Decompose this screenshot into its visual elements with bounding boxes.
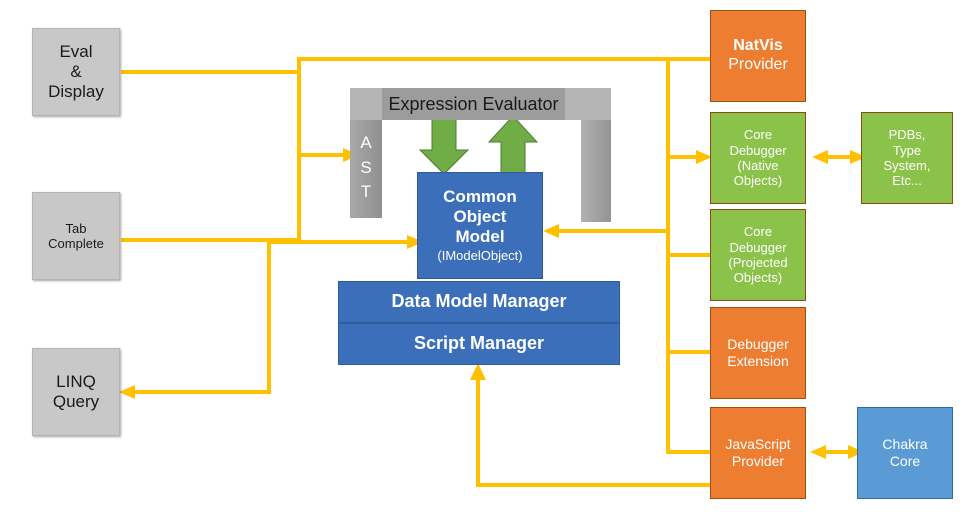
tab-complete-line-1: Tab bbox=[65, 220, 87, 236]
core-debugger-native-box[interactable]: Core Debugger (Native Objects) bbox=[710, 112, 806, 204]
common-object-model-box[interactable]: Common Object Model (IModelObject) bbox=[417, 172, 543, 279]
pdbs-line-3: System, bbox=[883, 158, 931, 173]
data-model-manager-box[interactable]: Data Model Manager bbox=[338, 281, 620, 323]
green-arrow-up bbox=[487, 115, 539, 175]
arrow-core-native-to-pdbs bbox=[812, 150, 866, 164]
arrowhead-to-linq bbox=[119, 385, 135, 399]
ast-letter-a: A bbox=[360, 133, 372, 153]
chakra-core-box[interactable]: Chakra Core bbox=[857, 407, 953, 499]
tab-complete-box[interactable]: Tab Complete bbox=[32, 192, 120, 280]
expression-evaluator-label: Expression Evaluator bbox=[388, 93, 559, 114]
expression-evaluator-title-bar: Expression Evaluator bbox=[382, 88, 565, 120]
core-debugger-projected-line-1: Core bbox=[743, 224, 773, 240]
natvis-provider-box[interactable]: NatVis Provider bbox=[710, 10, 806, 102]
green-arrow-down bbox=[418, 117, 470, 175]
core-debugger-native-line-1: Core bbox=[743, 127, 773, 143]
linq-query-line-1: LINQ bbox=[56, 371, 96, 391]
connector-trunk-to-debugger-extension bbox=[666, 350, 711, 354]
connector-trunk-to-core-native bbox=[666, 155, 702, 159]
javascript-provider-line-2: Provider bbox=[731, 453, 785, 469]
natvis-provider-line-2: Provider bbox=[728, 56, 788, 73]
com-line-2: Object bbox=[453, 207, 507, 227]
linq-query-box[interactable]: LINQ Query bbox=[32, 348, 120, 436]
core-debugger-native-line-4: Objects) bbox=[733, 173, 783, 189]
pdbs-type-system-box[interactable]: PDBs, Type System, Etc... bbox=[861, 112, 953, 204]
chakra-core-line-1: Chakra bbox=[882, 436, 928, 453]
expression-evaluator-header-left bbox=[350, 88, 382, 120]
debugger-extension-box[interactable]: Debugger Extension bbox=[710, 307, 806, 399]
com-line-1: Common bbox=[443, 187, 517, 207]
connector-js-to-script-vertical bbox=[476, 375, 480, 487]
pdbs-line-1: PDBs, bbox=[888, 127, 926, 143]
connector-tab-to-trunk bbox=[121, 238, 301, 242]
arrowhead-to-com-right bbox=[543, 224, 559, 238]
com-line-3: Model bbox=[455, 227, 505, 247]
core-debugger-projected-box[interactable]: Core Debugger (Projected Objects) bbox=[710, 209, 806, 301]
tab-complete-line-2: Complete bbox=[48, 236, 104, 251]
connector-top-to-natvis bbox=[297, 57, 711, 61]
com-subtitle: (IModelObject) bbox=[437, 248, 523, 264]
eval-display-line-2: & bbox=[70, 61, 82, 81]
debugger-extension-line-1: Debugger bbox=[727, 336, 789, 353]
arrowhead-to-script-manager bbox=[470, 363, 486, 380]
connector-trunk-to-core-projected bbox=[666, 253, 711, 257]
data-model-manager-label: Data Model Manager bbox=[391, 291, 567, 312]
connector-js-to-script-horizontal bbox=[476, 483, 712, 487]
eval-display-line-3: Display bbox=[48, 82, 104, 102]
expression-evaluator-header-right bbox=[563, 88, 611, 120]
core-debugger-projected-line-4: Objects) bbox=[733, 270, 783, 286]
connector-com-feed-horizontal bbox=[267, 240, 422, 244]
pdbs-line-2: Type bbox=[892, 142, 922, 158]
natvis-provider-line-1: NatVis bbox=[733, 37, 783, 55]
connector-left-trunk-vertical bbox=[297, 57, 301, 242]
core-debugger-native-line-2: Debugger bbox=[729, 142, 787, 158]
ast-letter-s: S bbox=[360, 157, 372, 177]
javascript-provider-box[interactable]: JavaScript Provider bbox=[710, 407, 806, 499]
ast-letter-t: T bbox=[360, 182, 372, 202]
arrow-js-to-chakra bbox=[810, 445, 864, 459]
core-debugger-projected-line-3: (Projected bbox=[728, 255, 788, 270]
eval-display-line-1: Eval bbox=[59, 41, 93, 61]
arrowhead-to-com-left bbox=[407, 235, 423, 249]
linq-query-line-2: Query bbox=[52, 392, 100, 411]
debugger-extension-line-2: Extension bbox=[727, 353, 789, 369]
connector-linq-horizontal bbox=[125, 390, 271, 394]
arrowhead-to-core-native bbox=[696, 150, 712, 164]
eval-display-box[interactable]: Eval & Display bbox=[32, 28, 120, 116]
connector-eval-to-trunk bbox=[121, 70, 301, 74]
script-manager-box[interactable]: Script Manager bbox=[338, 323, 620, 365]
chakra-core-line-2: Core bbox=[889, 453, 921, 469]
connector-trunk-to-com bbox=[548, 229, 670, 233]
ast-column: A S T bbox=[350, 118, 382, 218]
pdbs-line-4: Etc... bbox=[892, 173, 922, 189]
core-debugger-projected-line-2: Debugger bbox=[729, 239, 787, 255]
connector-trunk-to-ast bbox=[297, 153, 347, 157]
connector-trunk-to-javascript-provider bbox=[666, 450, 711, 454]
javascript-provider-line-1: JavaScript bbox=[725, 436, 791, 453]
script-manager-label: Script Manager bbox=[413, 333, 545, 354]
connector-linq-trunk-vertical bbox=[267, 240, 271, 394]
core-debugger-native-line-3: (Native bbox=[737, 158, 779, 173]
